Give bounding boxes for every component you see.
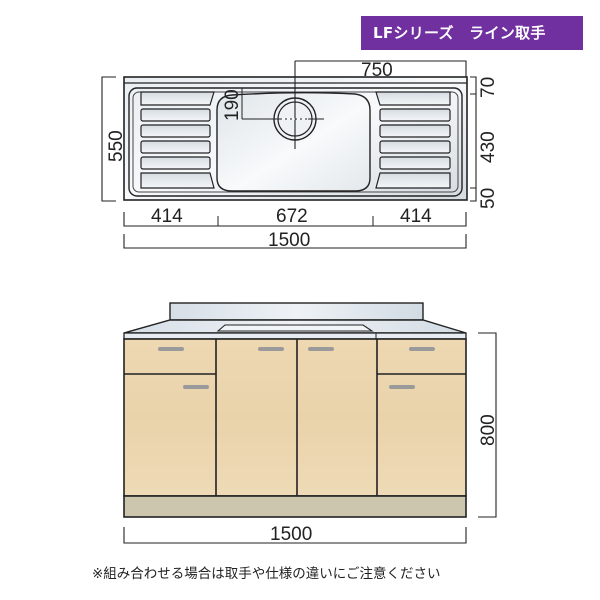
sink-top-view: 190 750 550 70 430 50 414 672 414 1500 xyxy=(101,60,499,251)
dim-cabinet-height: 800 xyxy=(478,414,499,446)
series-badge: LFシリーズ ライン取手 xyxy=(361,16,583,50)
dim-bowl-depth: 430 xyxy=(478,131,499,163)
dim-cabinet-width: 1500 xyxy=(270,524,312,545)
handle-center-left-door xyxy=(258,347,284,351)
plinth xyxy=(123,495,467,518)
dim-drain-from-back: 190 xyxy=(222,89,243,121)
handle-right-drawer xyxy=(409,347,435,351)
dim-depth-total: 550 xyxy=(106,130,127,162)
footer-note: ※組み合わせる場合は取手や仕様の違いにご注意ください xyxy=(92,566,441,582)
cabinet-body xyxy=(123,338,467,497)
cabinet-front-view: 800 1500 xyxy=(123,302,499,545)
sink-bowl xyxy=(216,92,371,192)
handle-left-door xyxy=(183,385,209,389)
handles xyxy=(158,347,435,389)
right-drainboard-ribs xyxy=(375,91,451,189)
handle-right-door xyxy=(389,385,415,389)
backsplash xyxy=(169,302,424,321)
dim-drain-offset: 750 xyxy=(361,60,393,81)
dim-left-drainboard: 414 xyxy=(151,206,183,227)
left-drainboard-ribs xyxy=(140,91,215,189)
dim-bowl-width: 672 xyxy=(276,206,308,227)
dim-back-margin: 70 xyxy=(478,77,499,98)
dim-front-margin: 50 xyxy=(478,188,499,209)
dim-right-drainboard: 414 xyxy=(400,206,432,227)
handle-left-drawer xyxy=(158,347,184,351)
drain-icon xyxy=(242,61,324,149)
dim-width-total: 1500 xyxy=(268,230,310,251)
handle-center-right-door xyxy=(308,347,334,351)
